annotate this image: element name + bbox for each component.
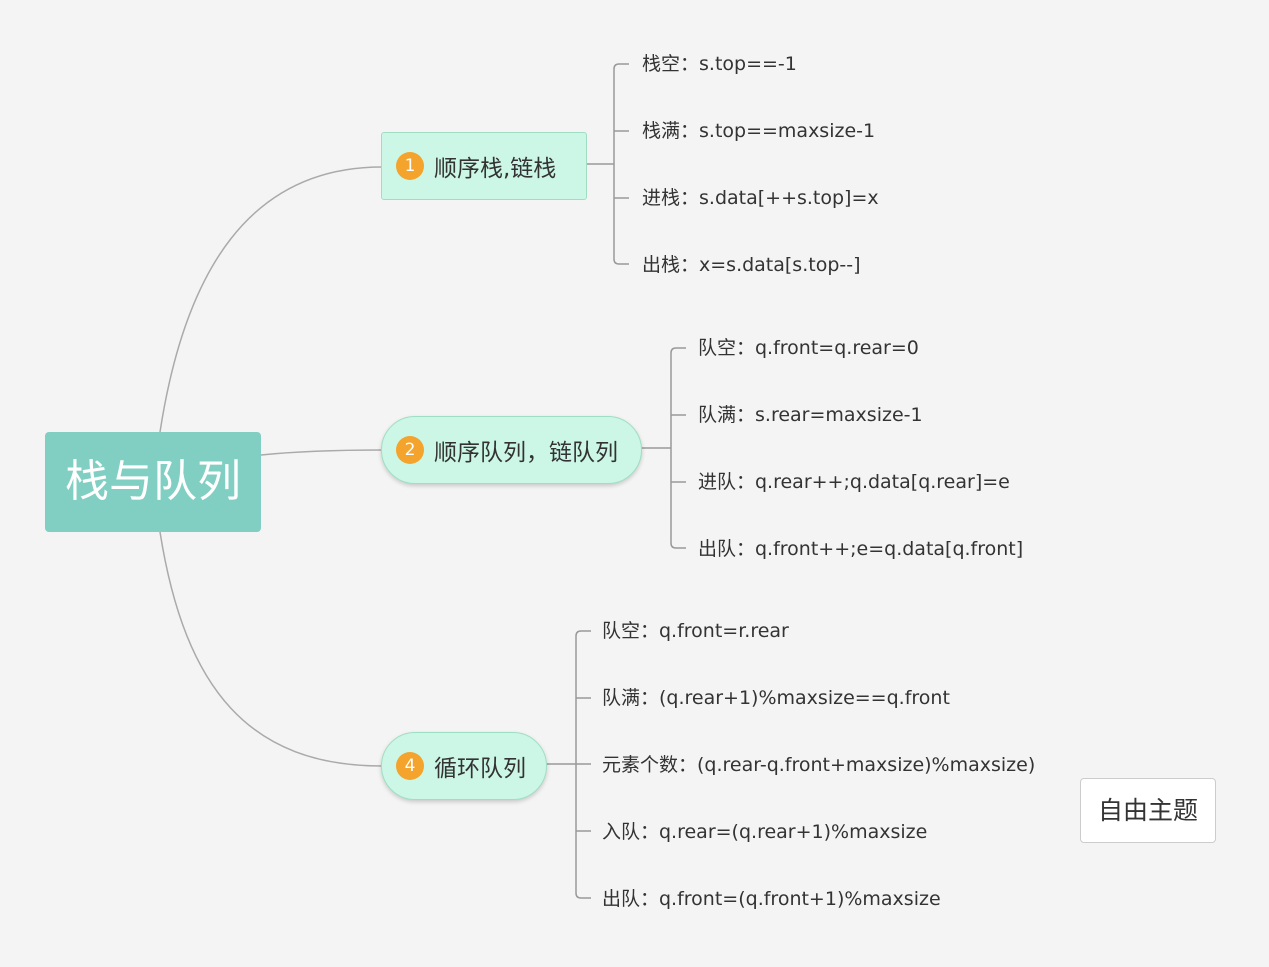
subtopic-circular-empty[interactable]: 队空：q.front=r.rear xyxy=(602,620,789,642)
floating-topic[interactable]: 自由主题 xyxy=(1080,778,1216,843)
subtopic-stack-pop[interactable]: 出栈：x=s.data[s.top--] xyxy=(642,254,861,276)
priority-4-badge: 4 xyxy=(396,752,424,780)
branch-topic-1[interactable]: 1 顺序栈,链栈 xyxy=(381,132,587,200)
subtopic-circular-enqueue[interactable]: 入队：q.rear=(q.rear+1)%maxsize xyxy=(602,821,928,843)
connector-central-branch-1 xyxy=(159,166,383,433)
priority-2-badge: 2 xyxy=(396,436,424,464)
connector-central-branch-2 xyxy=(260,449,383,456)
subtopic-circular-count[interactable]: 元素个数：(q.rear-q.front+maxsize)%maxsize) xyxy=(602,754,1036,776)
subtopic-stack-empty[interactable]: 栈空：s.top==-1 xyxy=(642,53,797,75)
subtopic-queue-full[interactable]: 队满：s.rear=maxsize-1 xyxy=(698,404,923,426)
connector-central-branch-3 xyxy=(159,531,383,767)
subtopic-circular-dequeue[interactable]: 出队：q.front=(q.front+1)%maxsize xyxy=(602,888,941,910)
central-topic[interactable]: 栈与队列 xyxy=(45,432,261,532)
subtopic-circular-full[interactable]: 队满：(q.rear+1)%maxsize==q.front xyxy=(602,687,950,709)
branch-topic-3[interactable]: 4 循环队列 xyxy=(381,732,547,800)
branch-topic-label: 顺序栈,链栈 xyxy=(434,156,557,182)
bracket-branch-1 xyxy=(586,63,629,265)
subtopic-stack-push[interactable]: 进栈：s.data[++s.top]=x xyxy=(642,187,879,209)
bracket-branch-2 xyxy=(641,347,686,549)
bracket-branch-3 xyxy=(546,630,591,899)
branch-topic-label: 顺序队列，链队列 xyxy=(434,440,618,466)
branch-topic-2[interactable]: 2 顺序队列，链队列 xyxy=(381,416,642,484)
subtopic-queue-enqueue[interactable]: 进队：q.rear++;q.data[q.rear]=e xyxy=(698,471,1010,493)
subtopic-queue-dequeue[interactable]: 出队：q.front++;e=q.data[q.front] xyxy=(698,538,1024,560)
branch-topic-label: 循环队列 xyxy=(434,756,526,782)
subtopic-stack-full[interactable]: 栈满：s.top==maxsize-1 xyxy=(642,120,876,142)
priority-1-badge: 1 xyxy=(396,152,424,180)
subtopic-queue-empty[interactable]: 队空：q.front=q.rear=0 xyxy=(698,337,919,359)
